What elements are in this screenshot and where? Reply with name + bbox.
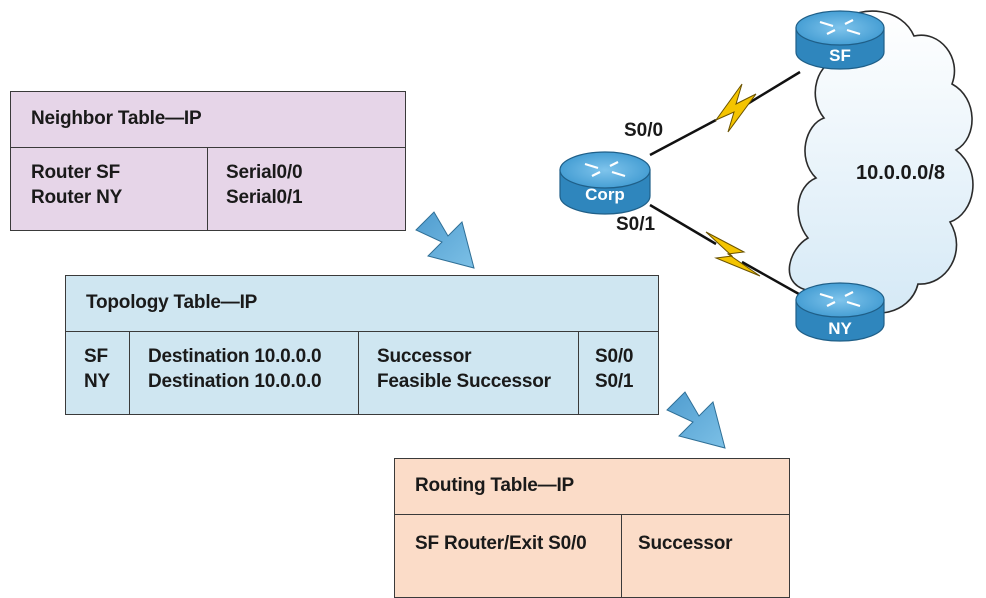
routing-col-route: SF Router/Exit S0/0 <box>395 515 621 597</box>
neighbor-table-body: Router SF Router NY Serial0/0 Serial0/1 <box>11 148 405 230</box>
flow-arrow-2 <box>666 391 726 449</box>
topology-role-ny: Feasible Successor <box>377 371 551 392</box>
neighbor-col-interface: Serial0/0 Serial0/1 <box>207 148 405 230</box>
topology-role-sf: Successor <box>377 346 472 367</box>
neighbor-router-ny: Router NY <box>31 187 123 208</box>
routing-table-body: SF Router/Exit S0/0 Successor <box>395 515 789 597</box>
neighbor-table: Neighbor Table—IP Router SF Router NY Se… <box>10 91 406 231</box>
topology-table-body: SF NY Destination 10.0.0.0 Destination 1… <box>66 332 658 414</box>
routing-table-title: Routing Table—IP <box>415 475 574 496</box>
cloud-network-label: 10.0.0.0/8 <box>856 162 945 184</box>
routing-route-sf: SF Router/Exit S0/0 <box>415 533 587 554</box>
router-sf: SF <box>795 10 885 70</box>
topology-interface-ny: S0/1 <box>595 371 634 392</box>
topology-interface-sf: S0/0 <box>595 346 634 367</box>
router-ny: NY <box>795 282 885 342</box>
neighbor-table-title: Neighbor Table—IP <box>31 108 202 129</box>
interface-s00-label: S0/0 <box>624 120 663 141</box>
topology-col-destination: Destination 10.0.0.0 Destination 10.0.0.… <box>129 332 358 414</box>
routing-table: Routing Table—IP SF Router/Exit S0/0 Suc… <box>394 458 790 598</box>
routing-col-role: Successor <box>621 515 789 597</box>
routing-role-sf: Successor <box>638 533 733 554</box>
neighbor-interface-ny: Serial0/1 <box>226 187 303 208</box>
topology-router-ny: NY <box>84 371 110 392</box>
router-ny-label: NY <box>828 319 852 338</box>
neighbor-router-sf: Router SF <box>31 162 120 183</box>
topology-table: Topology Table—IP SF NY Destination 10.0… <box>65 275 659 415</box>
router-sf-label: SF <box>829 46 851 65</box>
router-corp: Corp <box>559 151 651 215</box>
routing-table-header: Routing Table—IP <box>395 459 789 515</box>
topology-col-interface: S0/0 S0/1 <box>578 332 658 414</box>
flow-arrow-1 <box>415 211 475 269</box>
neighbor-interface-sf: Serial0/0 <box>226 162 303 183</box>
topology-router-sf: SF <box>84 346 108 367</box>
serial-link-ny <box>649 203 807 300</box>
neighbor-col-router: Router SF Router NY <box>11 148 207 230</box>
neighbor-table-header: Neighbor Table—IP <box>11 92 405 148</box>
interface-s01-label: S0/1 <box>616 214 656 235</box>
topology-col-role: Successor Feasible Successor <box>358 332 578 414</box>
serial-link-sf <box>649 70 801 157</box>
topology-destination-sf: Destination 10.0.0.0 <box>148 346 322 367</box>
router-corp-label: Corp <box>585 185 625 204</box>
topology-destination-ny: Destination 10.0.0.0 <box>148 371 322 392</box>
topology-table-header: Topology Table—IP <box>66 276 658 332</box>
topology-table-title: Topology Table—IP <box>86 292 258 313</box>
topology-col-router: SF NY <box>66 332 129 414</box>
